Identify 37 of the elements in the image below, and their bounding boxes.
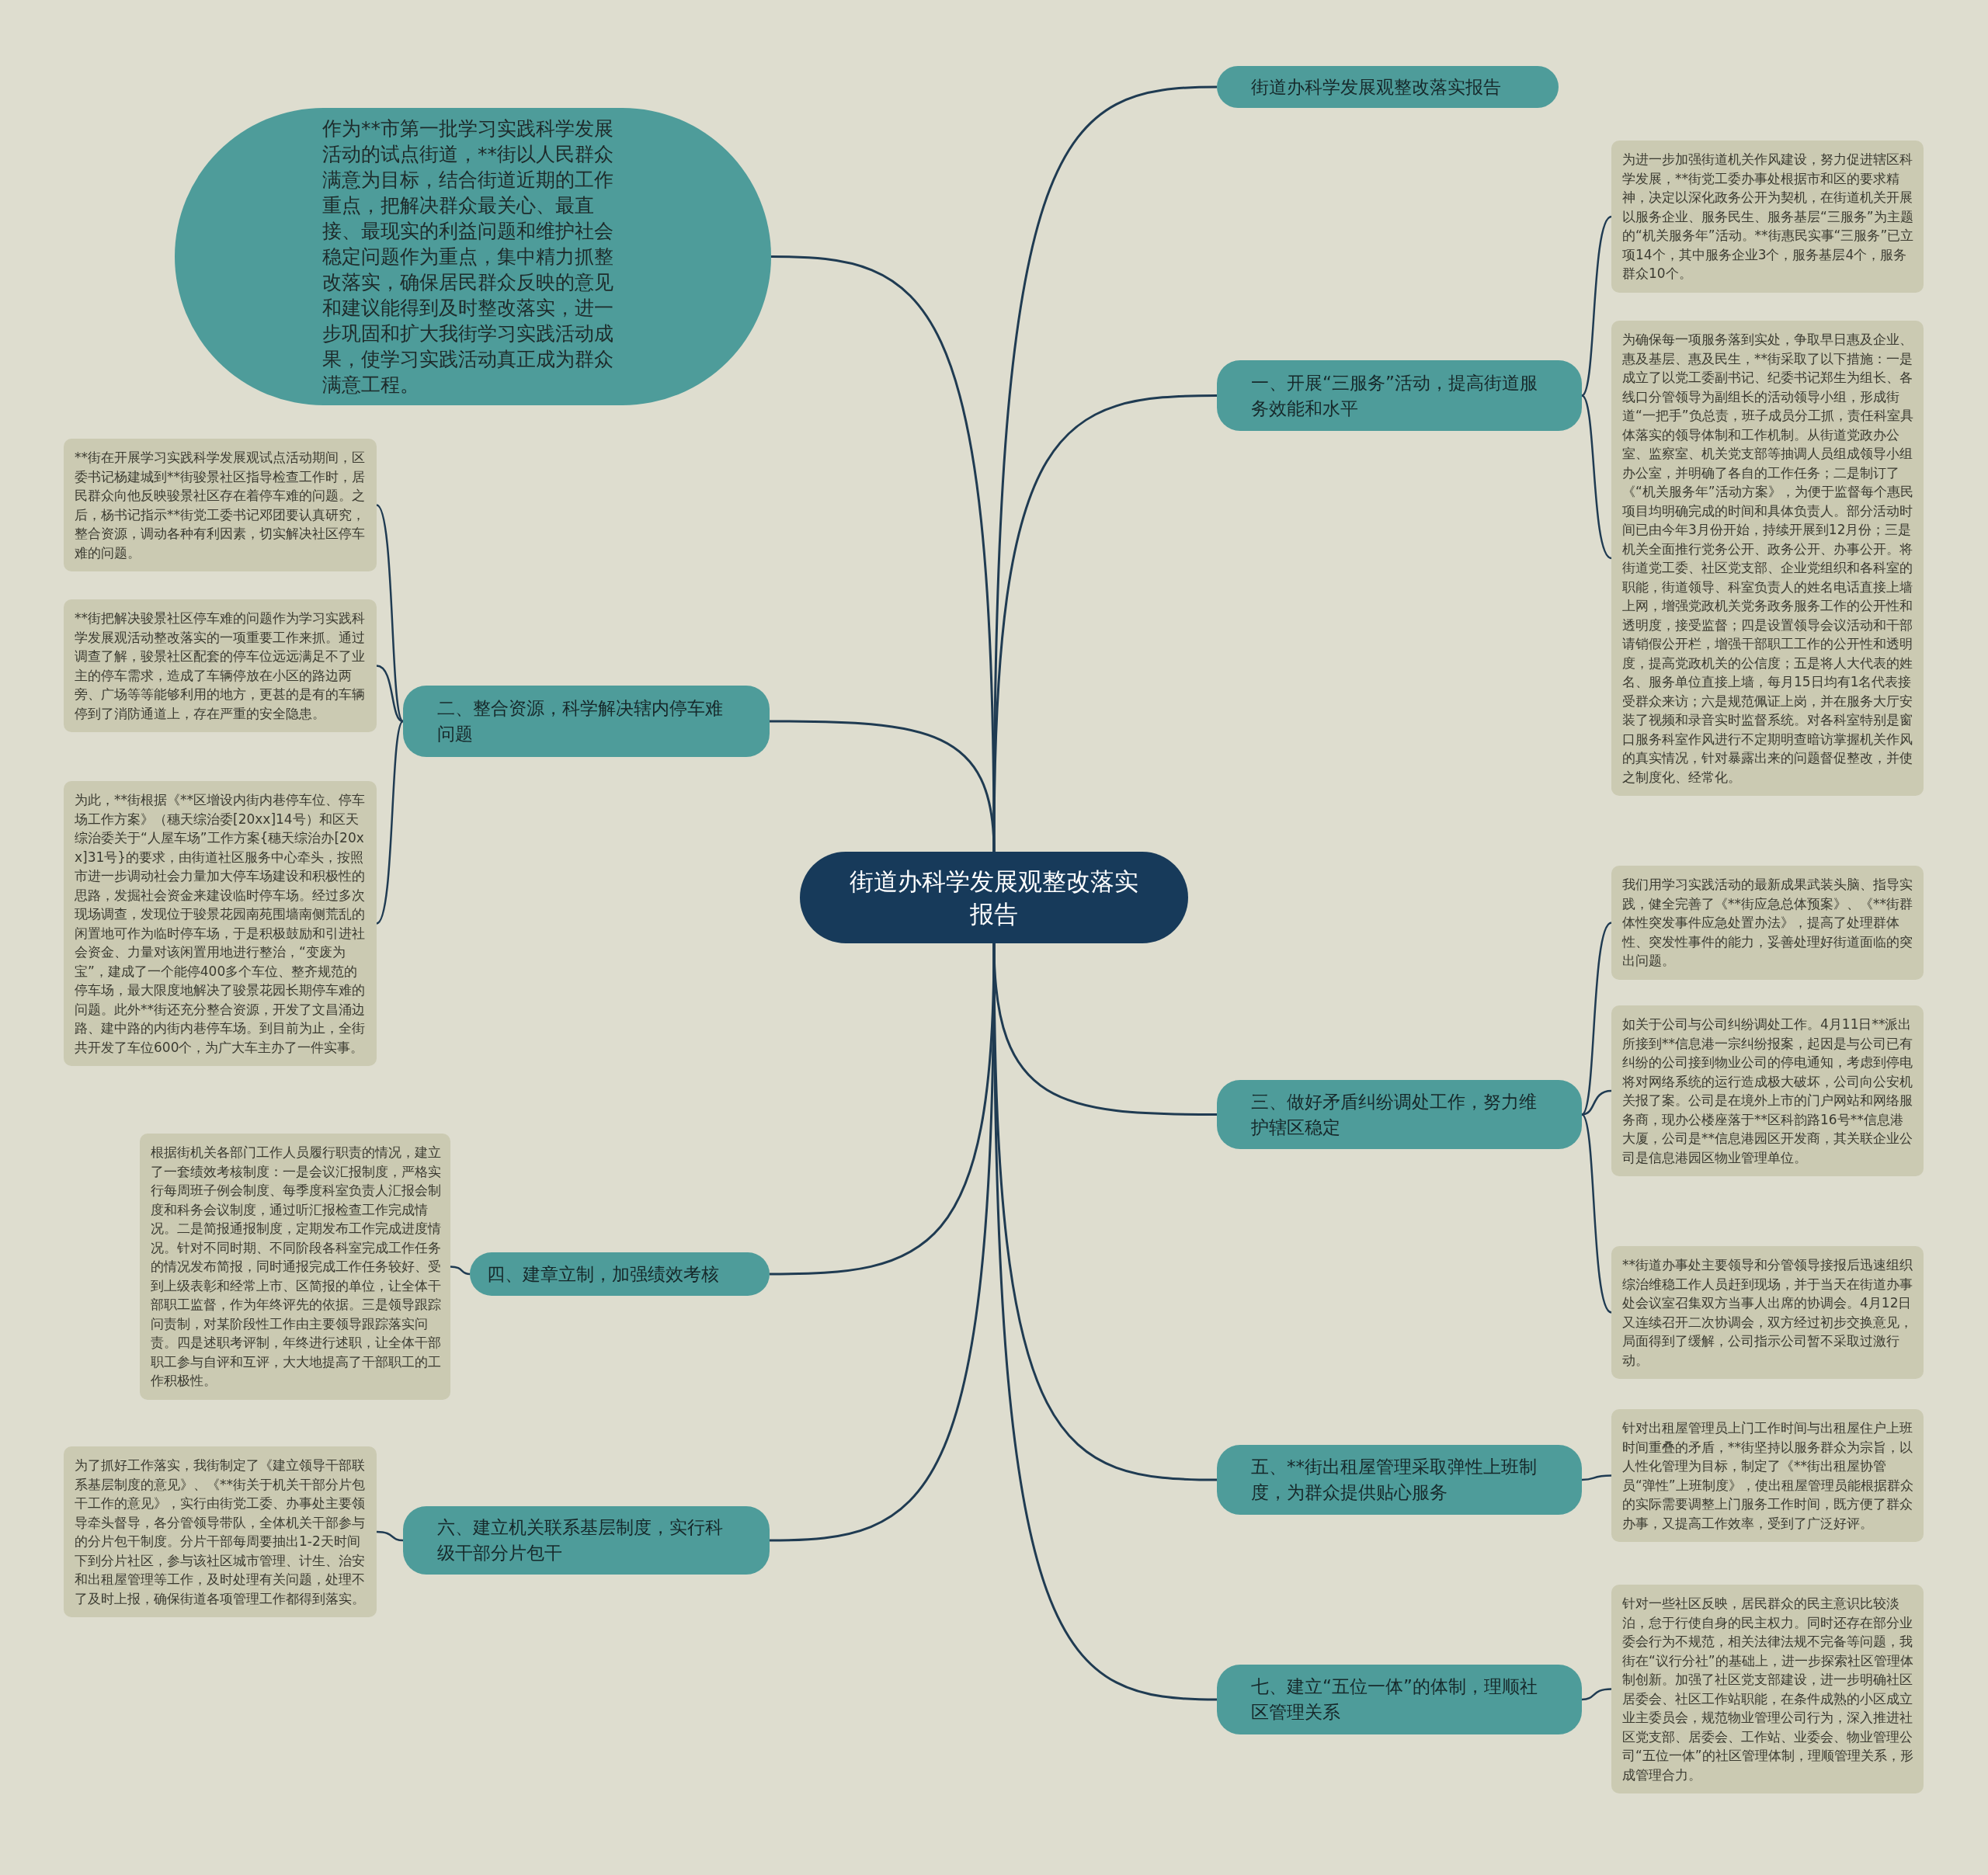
topic-bubble: 作为**市第一批学习实践科学发展活动的试点街道，**街以人民群众满意为目标，结合街道近期的工作重点，把解决群众最关心、最直接、最现实的利益问题和维护社会稳定问题作为重点，集中精力抓整改落实，确保居民群众反映的意见和建议能得到及时整改落实，进一步巩固和扩大我街学习实践活动成果，使学习实践活动真正成为群众满意工程。: [175, 108, 771, 405]
connector-line: [1581, 922, 1612, 1116]
connector-line: [769, 943, 996, 1542]
branch-topic: 六、建立机关联系基层制度，实行科级干部分片包干: [403, 1506, 770, 1575]
connector-line: [376, 720, 404, 925]
text-card: 我们用学习实践活动的最新成果武装头脑、指导实践，健全完善了《**街应急总体预案》、《**街群体性突发事件应急处置办法》，提高了处理群体性、突发性事件的能力，妥善处理好街道面临的突出问题。: [1611, 866, 1924, 980]
connector-line: [1581, 1113, 1612, 1314]
branch-topic: 七、建立“五位一体”的体制，理顺社区管理关系: [1217, 1665, 1582, 1734]
branch-topic: 二、整合资源，科学解决辖内停车难问题: [403, 686, 770, 757]
connector-line: [450, 1266, 471, 1276]
connector-line: [1581, 394, 1612, 560]
text-card: 如关于公司与公司纠纷调处工作。4月11日**派出所接到**信息港一宗纠纷报案，起因是与公司已有纠纷的公司接到物业公司的停电通知，考虑到停电将对网络系统的运行造成极大破坏，公司向公安机关报了案。公司是在境外上市的门户网站和网络服务商，现办公楼座落于**区科韵路16号**信息港大厦，公司是**信息港园区开发商，其关联企业公司是信息港园区物业管理单位。: [1611, 1005, 1924, 1176]
connector-line: [376, 504, 405, 722]
connector-line: [770, 720, 996, 852]
text-card: 根据街机关各部门工作人员履行职责的情况，建立了一套绩效考核制度：一是会议汇报制度，严格实行每周班子例会制度、每季度科室负责人汇报会制度和科务会议制度，通过听汇报检查工作完成情况。二是简报通报制度，定期发布工作完成进度情况。针对不同时期、不同阶段各科室完成工作任务的情况发布简报，同时通报完成工作任务较好、受到上级表彰和经常上市、区简报的单位，让全体干部职工监督，作为年终评先的依据。三是领导跟踪问责制，对某阶段性工作由主要领导跟踪落实问责。四是述职考评制，年终进行述职，让全体干部职工参与自评和互评，大大地提高了干部职工的工作积极性。: [140, 1134, 450, 1400]
connector-line: [376, 1530, 404, 1542]
text-card: **街把解决骏景社区停车难的问题作为学习实践科学发展观活动整改落实的一项重要工作来抓。通过调查了解，骏景社区配套的停车位远远满足不了业主的停车需求，造成了车辆停放在小区的路边两旁、广场等等能够利用的地方，更甚的是有的车辆停到了消防通道上，存在严重的安全隐患。: [64, 599, 377, 732]
text-card: 针对出租屋管理员上门工作时间与出租屋住户上班时间重叠的矛盾，**街坚持以服务群众为宗旨，以人性化管理为目标，制定了《**街出租屋协管员“弹性”上班制度》，使出租屋管理员能根据群众的实际需要调整上门服务工作时间，既方便了群众办事，又提高工作效率，受到了广泛好评。: [1611, 1409, 1924, 1542]
branch-topic: 五、**街出租屋管理采取弹性上班制度，为群众提供贴心服务: [1217, 1445, 1582, 1515]
text-card: 为了抓好工作落实，我街制定了《建立领导干部联系基层制度的意见》、《**街关于机关干部分片包干工作的意见》，实行由街党工委、办事处主要领导牵头督导，各分管领导带队，全体机关干部参与的分片包干制度。分片干部每周要抽出1-2天时间下到分片社区，参与该社区城市管理、计生、治安和出租屋管理等工作，及时处理有关问题，处理不了及时上报，确保街道各项管理工作都得到落实。: [64, 1446, 377, 1617]
text-card: 为确保每一项服务落到实处，争取早日惠及企业、惠及基层、惠及民生，**街采取了以下措施：一是成立了以党工委副书记、纪委书记郑生为组长、各线口分管领导为副组长的活动领导小组，形成街道“一把手”负总责，班子成员分工抓，责任科室具体落实的领导体制和工作机制。从街道党政办公室、监察室、机关党支部等抽调人员组成领导小组办公室，并明确了各自的工作任务；二是制订了《“机关服务年”活动方案》，为便于监督每个惠民项目均明确完成的时间和具体负责人。部分活动时间已由今年3月份开始，持续开展到12月份；三是机关全面推行党务公开、政务公开、办事公开。将街道党工委、社区党支部、企业党组织和各科室的职能，街道领导、科室负责人的姓名电话直接上墙上网，增强党政机关党务政务服务工作的公开性和透明度，接受监督；四是设置领导会议活动和干部请销假公开栏，增强干部职工工作的公开性和透明度，提高党政机关的公信度；五是将人大代表的姓名、服务单位直接上墙，每月15日均有1名代表接受群众来访；六是规范佩证上岗，并在服务大厅安装了视频和录音实时监督系统。对各科室特别是窗口服务科室作风进行不定期明查暗访掌握机关作风的真实情况，针对暴露出来的问题督促整改，并使之制度化、经常化。: [1611, 321, 1924, 796]
connector-line: [376, 665, 404, 723]
connector-line: [1581, 1089, 1612, 1116]
text-card: **街道办事处主要领导和分管领导接报后迅速组织综治维稳工作人员赶到现场，并于当天在街道办事处会议室召集双方当事人出席的协调会。4月12日又连续召开二次协调会，双方经过初步交换意见，局面得到了缓解，公司指示公司暂不采取过激行动。: [1611, 1246, 1924, 1379]
text-card: 为此，**街根据《**区增设内街内巷停车位、停车场工作方案》（穗天综治委[20xx]14号）和区天综治委关于“人屋车场”工作方案{穗天综治办[20xx]31号}的要求，由街道社区服务中心牵头，按照市进一步调动社会力量加大停车场建设和积极性的思路，发掘社会资金来建设临时停车场。经过多次现场调查，发现位于骏景花园南苑围墙南侧荒乱的闲置地可作为临时停车场，于是积极鼓励和引进社会资金、力量对该闲置用地进行整治，“变废为宝”，建成了一个能停400多个车位、整齐规范的停车场，最大限度地解决了骏景花园长期停车难的问题。此外**街还充分整合资源，开发了文昌涌边路、建中路的内街内巷停车场。到目前为止，全街共开发了车位600个，为广大车主办了一件实事。: [64, 781, 377, 1066]
connector-line: [992, 943, 1218, 1701]
central-topic: 街道办科学发展观整改落实报告: [800, 852, 1188, 943]
branch-topic: 一、开展“三服务”活动，提高街道服务效能和水平: [1217, 360, 1582, 431]
connector-line: [1581, 1688, 1612, 1701]
text-card: 为进一步加强街道机关作风建设，努力促进辖区科学发展，**街党工委办事处根据市和区的要求精神，决定以深化政务公开为契机，在街道机关开展以服务企业、服务民生、服务基层“三服务”为主题的“机关服务年”活动。**街惠民实事“三服务”已立项14个，其中服务企业3个，服务基层4个，服务群众10个。: [1611, 141, 1924, 293]
branch-topic: 三、做好矛盾纠纷调处工作，努力维护辖区稳定: [1217, 1080, 1582, 1149]
text-card: **街在开展学习实践科学发展观试点活动期间，区委书记杨建城到**街骏景社区指导检查工作时，居民群众向他反映骏景社区存在着停车难的问题。之后，杨书记指示**街党工委书记邓团要认真研究，整合资源，调动各种有利因素，切实解决社区停车难的问题。: [64, 439, 377, 571]
connector-line: [1581, 1474, 1612, 1481]
connector-line: [1581, 216, 1612, 397]
branch-topic: 四、建章立制，加强绩效考核: [470, 1252, 770, 1296]
branch-topic: 街道办科学发展观整改落实报告: [1217, 66, 1559, 108]
text-card: 针对一些社区反映，居民群众的民主意识比较淡泊，怠于行使自身的民主权力。同时还存在部分业委会行为不规范，相关法律法规不完备等问题，我街在“议行分社”的基础上，进一步探索社区管理体制创新。加强了社区党支部建设，进一步明确社区居委会、社区工作站职能，在条件成熟的小区成立业主委员会，规范物业管理公司行为，深入推进社区党支部、居委会、工作站、业委会、物业管理公司“五位一体”的社区管理体制，理顺管理关系，形成管理合力。: [1611, 1585, 1924, 1793]
